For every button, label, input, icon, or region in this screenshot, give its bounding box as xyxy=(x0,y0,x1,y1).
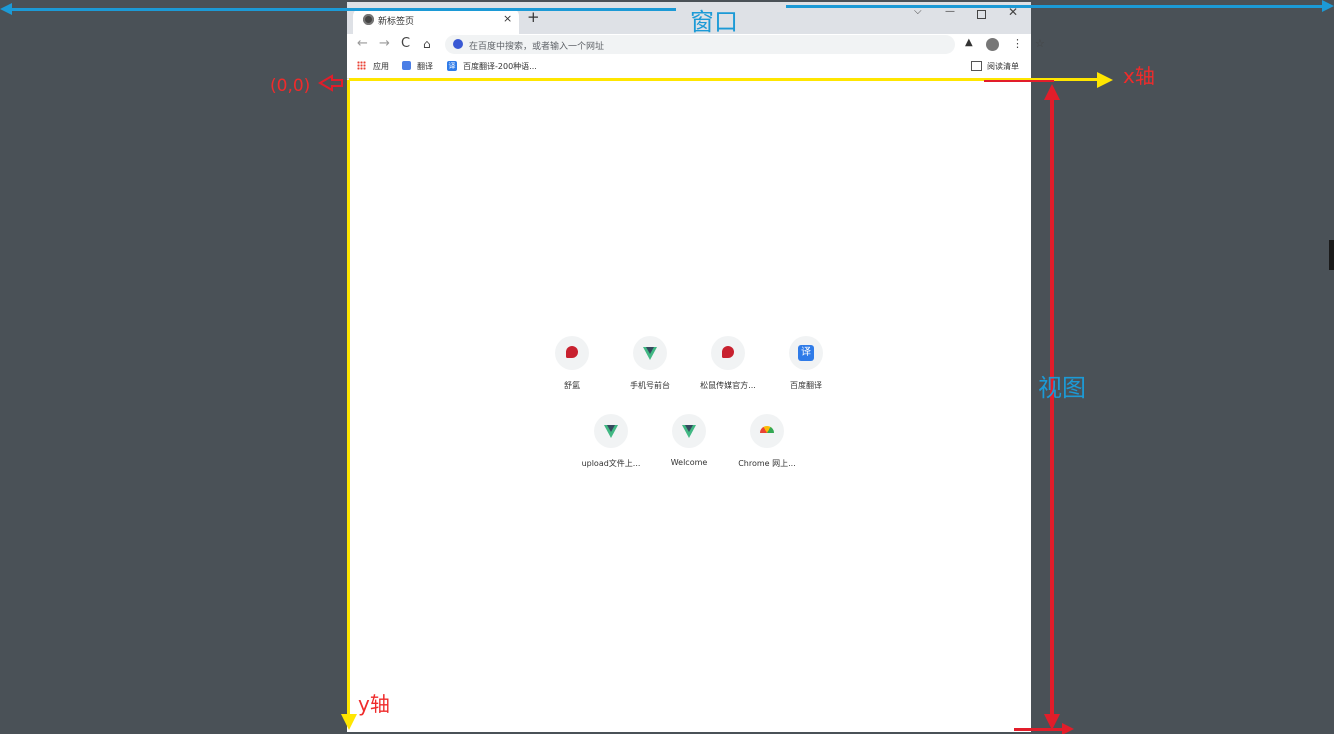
shortcut-label: 手机号前台 xyxy=(630,381,670,390)
bookmark-star-icon[interactable]: ☆ xyxy=(1035,37,1045,50)
view-label: 视图 xyxy=(1038,374,1086,402)
menu-icon[interactable]: ⋮ xyxy=(1012,37,1023,50)
x-axis-label: x轴 xyxy=(1123,64,1155,88)
origin-label: (0,0) xyxy=(270,76,311,96)
window-arrow-left-icon xyxy=(0,3,12,15)
back-button[interactable]: ← xyxy=(357,36,368,51)
view-top-marker xyxy=(984,80,1054,82)
vue-icon xyxy=(604,425,618,438)
y-axis-line xyxy=(347,80,350,720)
window-label: 窗口 xyxy=(690,8,738,36)
shortcut-label: Chrome 网上... xyxy=(738,459,796,468)
shortcut-tile[interactable]: upload文件上... xyxy=(572,414,650,474)
tab-search-button[interactable]: ⌵ xyxy=(914,6,922,17)
y-axis-arrow-icon xyxy=(341,714,357,730)
profile-avatar-icon[interactable] xyxy=(986,38,999,51)
minimize-button[interactable]: — xyxy=(945,6,955,17)
toolbar: ← → C ⌂ 在百度中搜索，或者输入一个网址 ☆ ▲ ⋮ xyxy=(347,34,1045,56)
scroll-handle[interactable] xyxy=(1329,240,1334,270)
red-app-icon xyxy=(566,346,578,358)
x-axis-arrow-icon xyxy=(1097,72,1113,88)
bookmark-baidu-translate[interactable]: 百度翻译-200种语... xyxy=(463,62,537,71)
shortcut-label: Welcome xyxy=(670,458,708,467)
shortcut-label: upload文件上... xyxy=(581,459,641,468)
window-width-line xyxy=(8,8,676,11)
window-width-line xyxy=(786,5,1324,8)
view-bottom-arrow-icon xyxy=(1062,723,1074,734)
y-axis-label: y轴 xyxy=(358,692,390,716)
baidu-translate-icon: 译 xyxy=(798,345,814,361)
shortcut-icon-circle xyxy=(750,414,784,448)
forward-button[interactable]: → xyxy=(379,36,390,51)
extension-icon[interactable]: ▲ xyxy=(965,37,973,48)
maximize-button[interactable] xyxy=(977,10,986,19)
shortcut-icon-circle xyxy=(633,336,667,370)
vue-icon xyxy=(643,347,657,360)
new-tab-button[interactable]: + xyxy=(527,8,540,26)
shortcut-tile[interactable]: 舒氲 xyxy=(533,336,611,396)
view-arrow-up-icon xyxy=(1044,84,1060,100)
close-window-button[interactable]: ✕ xyxy=(1008,5,1019,19)
address-bar-placeholder: 在百度中搜索，或者输入一个网址 xyxy=(469,42,605,52)
shortcut-tile[interactable]: 译 百度翻译 xyxy=(767,336,845,396)
baidu-translate-icon: 译 xyxy=(447,61,457,71)
tab-title: 新标签页 xyxy=(378,17,415,27)
shortcut-icon-circle xyxy=(711,336,745,370)
chrome-store-icon xyxy=(760,426,774,433)
red-app-icon xyxy=(722,346,734,358)
shortcut-tile[interactable]: Welcome xyxy=(650,414,728,474)
baidu-search-icon xyxy=(453,39,463,49)
bookmark-fanyi[interactable]: 翻译 xyxy=(417,62,433,71)
shortcut-label: 舒氲 xyxy=(564,381,580,390)
shortcut-tile[interactable]: 松鼠传媒官方... xyxy=(689,336,767,396)
translate-icon xyxy=(402,61,411,70)
shortcut-icon-circle xyxy=(555,336,589,370)
tab-close-button[interactable]: × xyxy=(503,12,513,25)
address-bar[interactable]: 在百度中搜索，或者输入一个网址 ☆ xyxy=(445,35,1045,54)
view-arrow-down-icon xyxy=(1044,714,1060,730)
apps-grid-icon[interactable] xyxy=(357,61,366,70)
reading-list-button[interactable]: 阅读清单 xyxy=(987,62,1019,71)
reload-button[interactable]: C xyxy=(401,36,411,51)
view-bottom-marker xyxy=(1014,728,1064,731)
bookmark-apps[interactable]: 应用 xyxy=(373,62,389,71)
shortcut-icon-circle: 译 xyxy=(789,336,823,370)
vue-icon xyxy=(682,425,696,438)
shortcut-tile[interactable]: Chrome 网上... xyxy=(728,414,806,474)
shortcut-icon-circle xyxy=(594,414,628,448)
shortcut-icon-circle xyxy=(672,414,706,448)
window-arrow-right-icon xyxy=(1322,0,1334,12)
home-button[interactable]: ⌂ xyxy=(423,37,431,51)
shortcut-label: 松鼠传媒官方... xyxy=(700,381,756,390)
origin-arrow-icon xyxy=(318,74,343,92)
reading-list-icon xyxy=(971,61,982,71)
shortcut-label: 百度翻译 xyxy=(790,381,822,390)
chrome-favicon-icon xyxy=(363,14,374,25)
view-height-line xyxy=(1050,98,1054,716)
browser-window: 新标签页 × + ⌵ — ✕ ← → C ⌂ 在百度中搜索，或者输入一个网址 ☆… xyxy=(347,2,1045,732)
bookmarks-bar: 应用 翻译 译 百度翻译-200种语... 阅读清单 xyxy=(347,56,1031,79)
shortcut-tile[interactable]: 手机号前台 xyxy=(611,336,689,396)
x-axis-line xyxy=(349,78,1109,81)
tab-new-tab[interactable]: 新标签页 × xyxy=(353,8,519,34)
